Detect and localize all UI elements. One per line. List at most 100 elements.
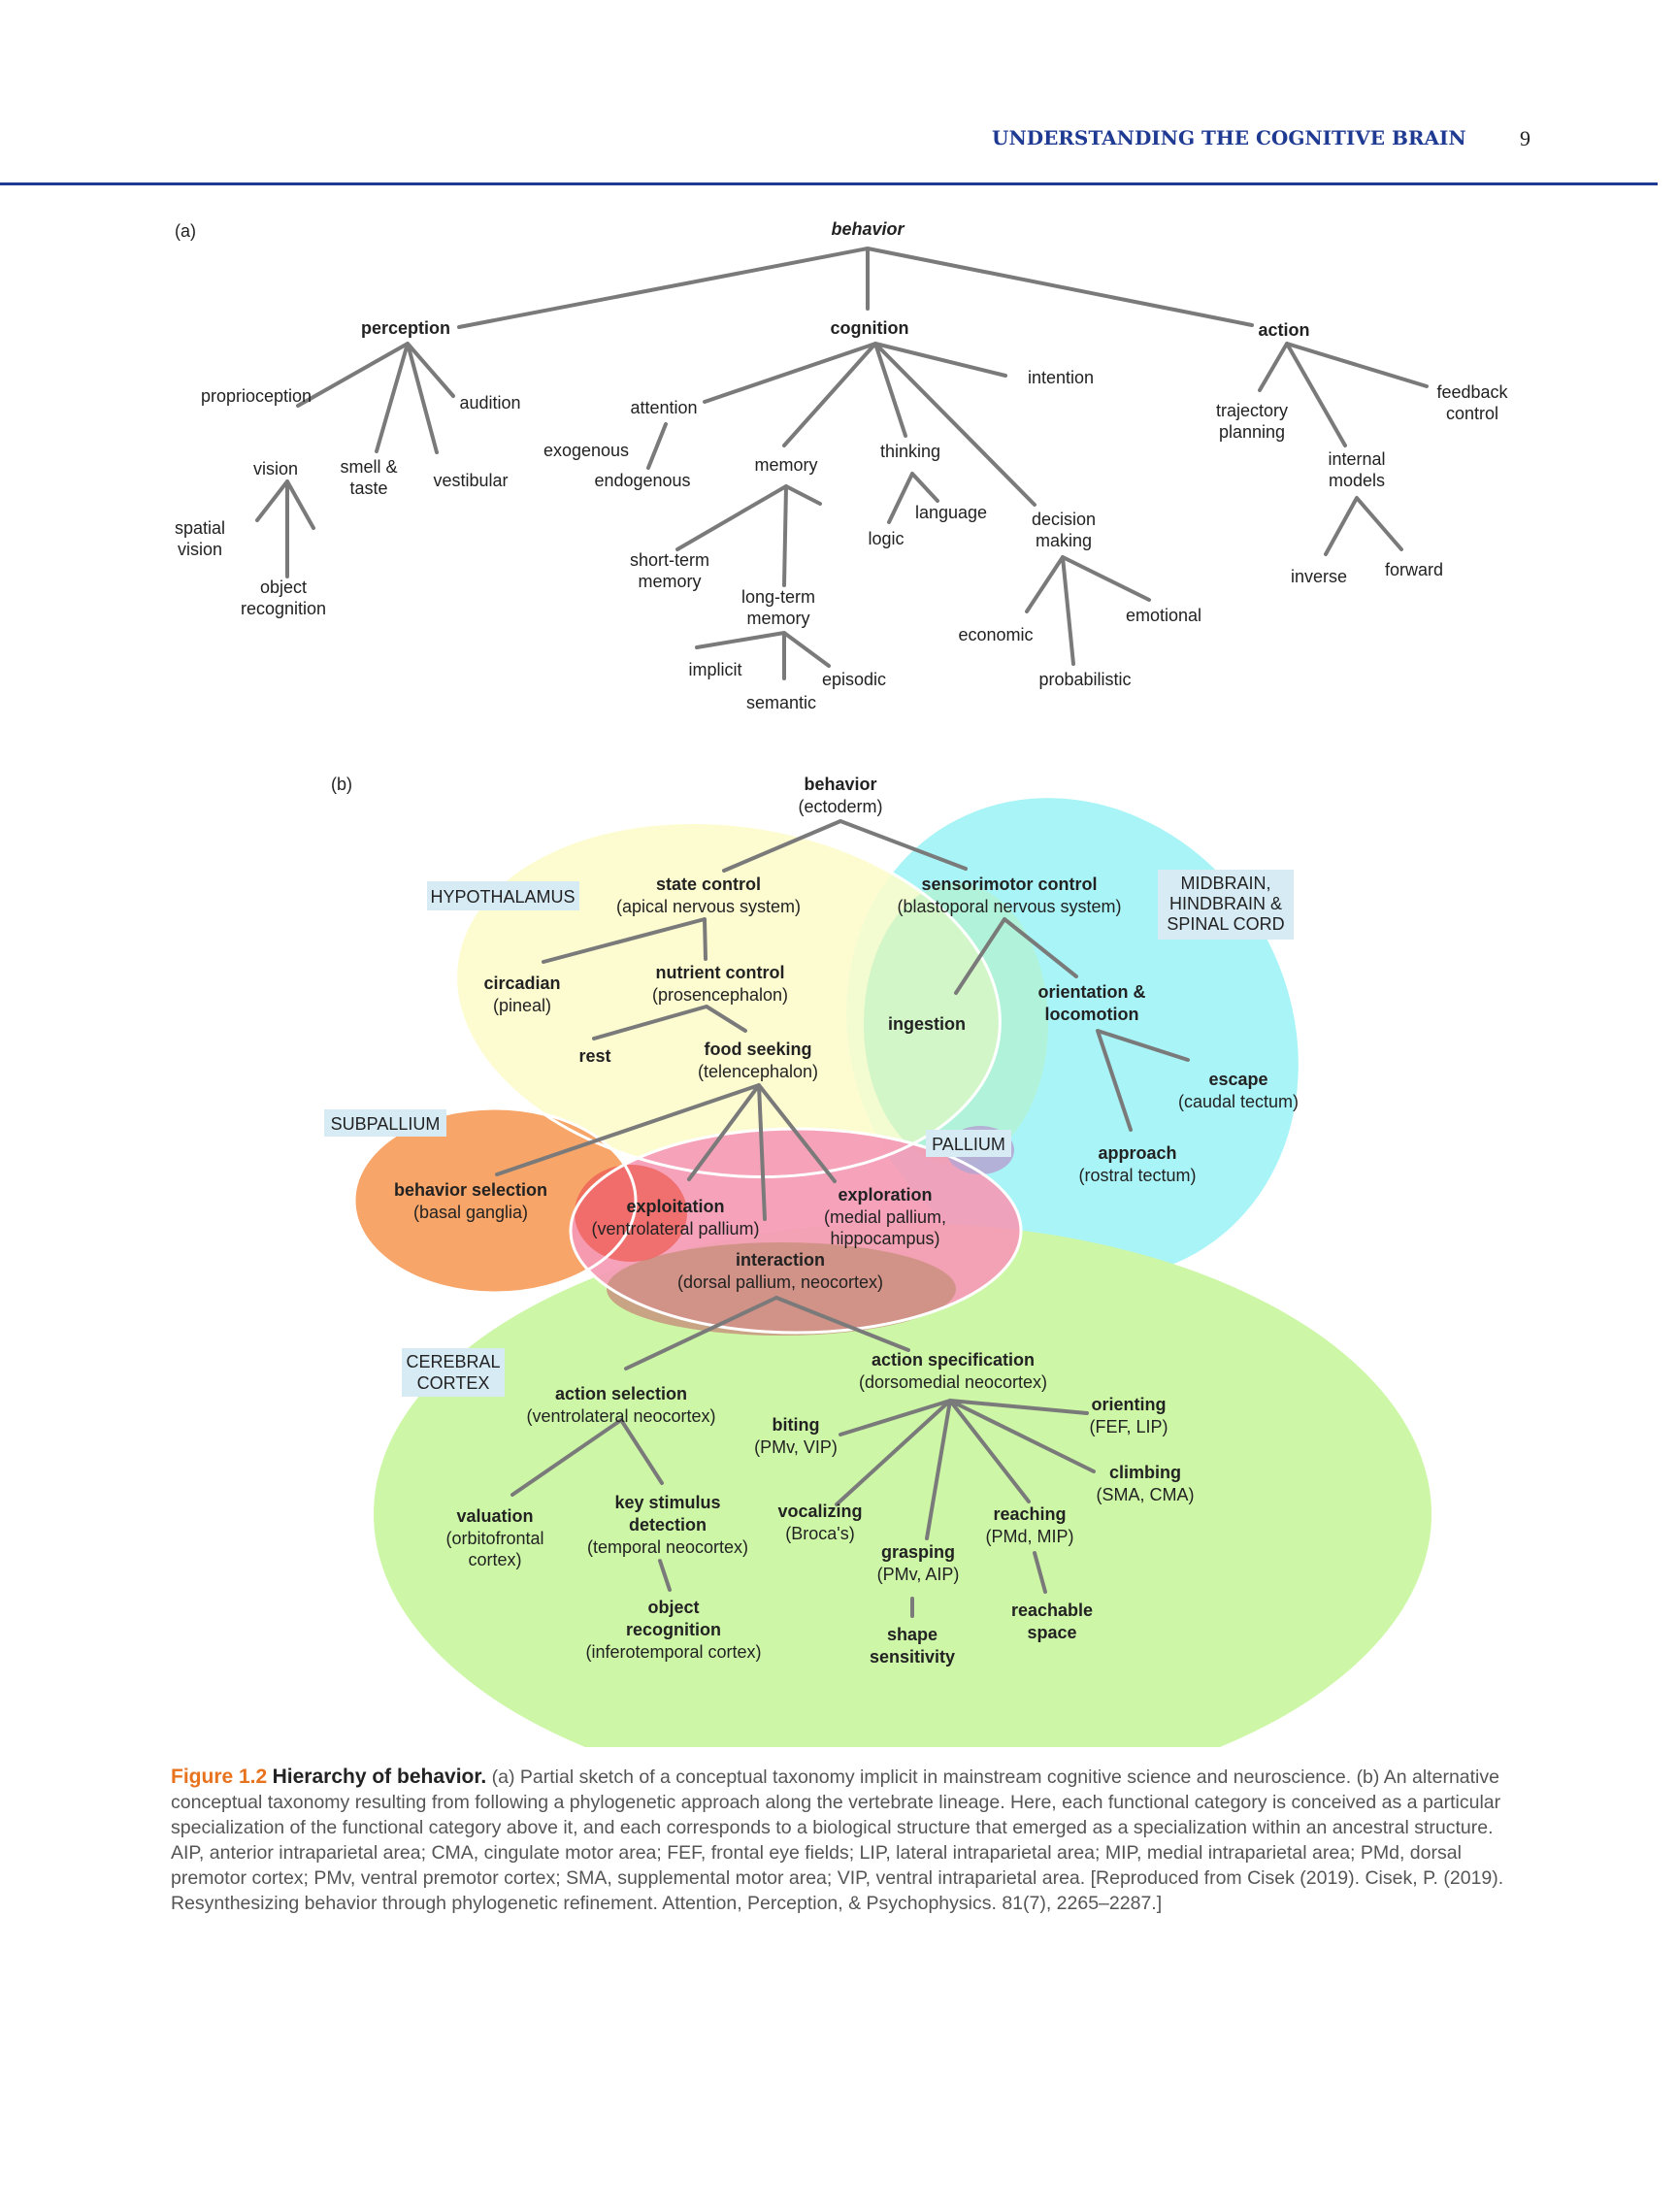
caption-title: Hierarchy of behavior. <box>272 1766 487 1788</box>
region-pallium-box <box>926 1130 1011 1157</box>
node-vision: vision <box>253 459 298 479</box>
b-node-valuation-2: (orbitofrontal <box>445 1529 543 1548</box>
node-smell-taste-2: taste <box>349 479 387 498</box>
b-node-behavior-selection-2: (basal ganglia) <box>413 1203 528 1222</box>
node-action: action <box>1258 320 1309 340</box>
node-proprioception: proprioception <box>201 386 312 406</box>
b-node-vocalizing-1: vocalizing <box>777 1502 862 1521</box>
node-trajectory-planning-2: planning <box>1219 422 1285 442</box>
node-object-recognition-1: object <box>260 578 307 597</box>
node-inverse: inverse <box>1291 567 1347 586</box>
node-probabilistic: probabilistic <box>1038 670 1131 689</box>
node-language: language <box>915 503 987 522</box>
b-node-nutrient-2: (prosencephalon) <box>652 985 788 1005</box>
node-smell-taste-1: smell & <box>340 457 397 477</box>
b-node-rest: rest <box>578 1046 610 1066</box>
b-node-escape-2: (caudal tectum) <box>1178 1092 1299 1111</box>
node-spatial-vision-2: vision <box>178 540 222 559</box>
b-node-sensorimotor-2: (blastoporal nervous system) <box>897 897 1121 916</box>
region-subpallium-box <box>324 1109 446 1137</box>
region-cortex-box <box>402 1348 505 1397</box>
region-interaction-shape <box>607 1242 956 1336</box>
region-hypothalamus: HYPOTHALAMUS <box>430 887 575 907</box>
node-exogenous: exogenous <box>543 441 629 460</box>
b-node-approach-1: approach <box>1098 1143 1176 1163</box>
region-outlines <box>352 820 1023 1335</box>
node-endogenous: endogenous <box>594 471 690 490</box>
b-node-food-seeking-1: food seeking <box>704 1040 811 1059</box>
b-node-state-control-2: (apical nervous system) <box>616 897 801 916</box>
node-behavior: behavior <box>831 219 905 239</box>
b-node-action-selection-1: action selection <box>555 1384 687 1403</box>
b-node-shape-1: shape <box>887 1625 938 1644</box>
region-midbrain-1: MIDBRAIN, <box>1180 874 1270 893</box>
b-node-biting-2: (PMv, VIP) <box>754 1437 838 1457</box>
b-node-climbing-2: (SMA, CMA) <box>1097 1485 1195 1504</box>
b-node-interaction-1: interaction <box>736 1250 825 1270</box>
b-node-biting-1: biting <box>773 1415 820 1435</box>
b-node-escape-1: escape <box>1208 1070 1267 1089</box>
b-node-reachable-1: reachable <box>1011 1601 1093 1620</box>
b-node-valuation-1: valuation <box>456 1506 533 1526</box>
region-overlap-shape <box>864 883 1048 1165</box>
b-node-exploration-2: (medial pallium, <box>824 1207 946 1227</box>
node-implicit: implicit <box>688 660 741 679</box>
b-node-exploitation-1: exploitation <box>626 1197 724 1216</box>
b-node-grasping-1: grasping <box>881 1542 955 1562</box>
b-node-behavior-selection-1: behavior selection <box>394 1180 547 1200</box>
caption-text: (a) Partial sketch of a conceptual taxon… <box>171 1766 1504 1914</box>
node-thinking: thinking <box>880 442 940 461</box>
b-node-behavior-2: (ectoderm) <box>798 797 882 816</box>
panel-a-label: (a) <box>175 221 196 241</box>
b-node-sensorimotor-1: sensorimotor control <box>921 875 1097 894</box>
node-spatial-vision-1: spatial <box>175 518 225 538</box>
b-node-ingestion: ingestion <box>888 1014 966 1034</box>
page-number: 9 <box>1520 126 1530 150</box>
figure-caption: Figure 1.2 Hierarchy of behavior. (a) Pa… <box>171 1765 1510 1916</box>
node-perception: perception <box>361 318 450 338</box>
region-cortex-shape <box>374 1223 1431 1747</box>
b-node-reaching-1: reaching <box>993 1504 1066 1524</box>
panel-b: (b) HYPOTHALAMUS MIDBRAIN, HINDBRAIN & S… <box>324 775 1431 1747</box>
figure-1-2: (a) behavior perception cognition action… <box>175 219 1509 1747</box>
node-forward: forward <box>1385 560 1443 579</box>
node-short-term-memory-2: memory <box>638 572 701 591</box>
node-intention: intention <box>1028 368 1094 387</box>
b-node-circadian-1: circadian <box>483 974 560 993</box>
node-vestibular: vestibular <box>433 471 508 490</box>
panel-b-connectors <box>495 819 1190 1618</box>
b-node-vocalizing-2: (Broca's) <box>785 1524 854 1543</box>
node-attention: attention <box>630 398 697 417</box>
panel-a: (a) behavior perception cognition action… <box>175 219 1509 712</box>
running-header: UNDERSTANDING THE COGNITIVE BRAIN <box>992 126 1466 149</box>
node-episodic: episodic <box>822 670 886 689</box>
region-cortex-2: CORTEX <box>417 1373 490 1393</box>
b-node-orienting-1: orienting <box>1092 1395 1167 1414</box>
region-midbrain-3: SPINAL CORD <box>1167 914 1284 934</box>
b-node-grasping-2: (PMv, AIP) <box>877 1565 960 1584</box>
node-long-term-memory-1: long-term <box>741 587 815 607</box>
node-audition: audition <box>459 393 520 413</box>
node-trajectory-planning-1: trajectory <box>1216 401 1288 420</box>
node-internal-models-2: models <box>1329 471 1385 490</box>
b-node-nutrient-1: nutrient control <box>656 963 785 982</box>
b-node-key-stimulus-1: key stimulus <box>614 1493 720 1512</box>
node-economic: economic <box>958 625 1033 644</box>
panel-b-label: (b) <box>331 775 352 794</box>
b-node-reaching-2: (PMd, MIP) <box>985 1527 1073 1546</box>
region-hypothalamus-box <box>427 881 579 910</box>
region-cortex-1: CEREBRAL <box>406 1352 500 1371</box>
node-memory: memory <box>754 455 817 475</box>
b-node-circadian-2: (pineal) <box>493 996 551 1015</box>
b-node-reachable-2: space <box>1027 1623 1076 1642</box>
b-node-orienting-2: (FEF, LIP) <box>1089 1417 1168 1436</box>
b-node-action-spec-2: (dorsomedial neocortex) <box>859 1372 1047 1392</box>
node-decision-making-2: making <box>1036 531 1092 550</box>
node-decision-making-1: decision <box>1032 510 1096 529</box>
node-long-term-memory-2: memory <box>746 609 809 628</box>
b-node-exploration-3: hippocampus) <box>830 1229 939 1248</box>
node-cognition: cognition <box>831 318 909 338</box>
node-short-term-memory-1: short-term <box>630 550 709 570</box>
region-midbrain-2: HINDBRAIN & <box>1169 894 1282 913</box>
b-node-food-seeking-2: (telencephalon) <box>698 1062 818 1081</box>
